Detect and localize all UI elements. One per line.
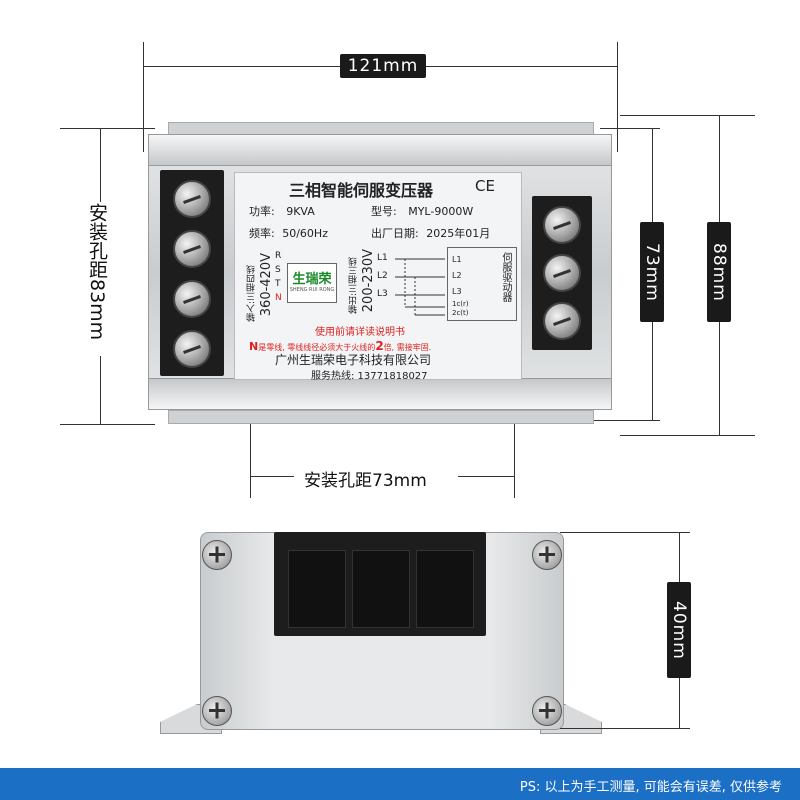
warning-mult: 2: [375, 339, 384, 353]
wiring-diagram: [395, 258, 445, 316]
dim-line-right: [617, 42, 618, 152]
output-pin-list: L1 L2 L3: [377, 249, 388, 303]
dim-height-outer-label: 88mm: [707, 222, 731, 322]
driver-pin-l3: L3: [452, 287, 462, 296]
dim-line-40-top: [560, 532, 690, 533]
driver-pin-l1: L1: [452, 255, 462, 264]
dim-height-inner-label: 73mm: [640, 222, 664, 322]
dim-mount-bottom-label: 安装孔距73mm: [304, 471, 427, 491]
date-row: 出厂日期: 2025年01月: [371, 225, 490, 241]
dim-line-left: [143, 42, 144, 152]
housing-bottom-band: [148, 378, 612, 410]
dim-line-left-bottom: [60, 424, 155, 425]
dim-line-bot-left: [250, 424, 251, 498]
driver-pin-list: L1 L2 L3: [452, 252, 462, 300]
freq-row: 频率: 50/60Hz: [249, 225, 328, 241]
dim-line-bot-h2: [458, 476, 514, 477]
terminal-screw-s[interactable]: [173, 230, 211, 268]
terminal-screw-t[interactable]: [173, 280, 211, 318]
ce-mark: CE: [475, 177, 495, 195]
terminal-screw-l2[interactable]: [543, 254, 581, 292]
company-name: 广州生瑞荣电子科技有限公司: [275, 353, 432, 367]
input-pin-list: R S T N: [275, 249, 282, 305]
output-voltage: 200-230V: [361, 249, 376, 313]
terminal-screw-r[interactable]: [173, 180, 211, 218]
input-pin-t: T: [275, 279, 281, 289]
driver-pin-2c: 2c(t): [452, 309, 469, 317]
dim-mount-left-label: 安装孔距83mm: [86, 203, 108, 341]
front-slot-2[interactable]: [352, 550, 410, 628]
power-value: 9KVA: [286, 205, 315, 218]
dim-line-r-top1: [600, 128, 660, 129]
dim-line-bot-right: [514, 424, 515, 498]
warning-text: 是零线, 零线线径必须大于火线的: [258, 343, 376, 352]
warning-prefix: N: [249, 340, 259, 353]
terminal-screw-n[interactable]: [173, 330, 211, 368]
dim-line-r-bot1: [560, 420, 660, 421]
driver-pin-l2: L2: [452, 271, 462, 280]
brand-name: 生瑞荣: [292, 272, 332, 287]
front-screw-bottom-right[interactable]: [532, 696, 562, 726]
output-pin-l3: L3: [377, 289, 388, 299]
dim-line-left-top: [60, 128, 155, 129]
dim-line-r-top2: [620, 115, 755, 116]
dim-line-left-vert2: [100, 356, 101, 424]
input-pin-n: N: [275, 293, 282, 303]
input-voltage: 360-420V: [259, 253, 274, 317]
warning-suffix: 倍, 需接牢固.: [383, 343, 432, 352]
freq-label: 频率:: [249, 227, 275, 240]
front-screw-bottom-left[interactable]: [202, 696, 232, 726]
input-pin-s: S: [275, 265, 281, 275]
transformer-front-view: [160, 532, 602, 734]
power-row: 功率: 9KVA: [249, 203, 315, 219]
dim-depth-label: 40mm: [667, 582, 691, 678]
dim-line-left-vert: [100, 128, 101, 202]
footer-text: PS: 以上为手工测量, 可能会有误差, 仅供参考: [519, 780, 782, 795]
dim-width-label: 121mm: [340, 54, 426, 78]
nameplate-title: 三相智能伺服变压器: [289, 181, 434, 200]
driver-label: 伺服驱动器: [500, 252, 511, 302]
housing-top-band: [148, 134, 612, 166]
footer-bar: PS: 以上为手工测量, 可能会有误差, 仅供参考: [0, 768, 800, 800]
input-pin-r: R: [275, 251, 282, 261]
driver-control-pins: 1c(r) 2c(t): [452, 300, 469, 318]
dim-line-r-bot2: [620, 435, 755, 436]
output-pin-l1: L1: [377, 253, 388, 263]
terminal-screw-l3[interactable]: [543, 302, 581, 340]
brand-box: 生瑞荣 SHENG RUI RONG: [287, 263, 337, 303]
input-title: 输入:三相四线: [247, 265, 257, 323]
front-terminal-block: [274, 532, 486, 636]
driver-pin-1c: 1c(r): [452, 300, 469, 308]
model-value: MYL-9000W: [408, 205, 474, 218]
driver-box: L1 L2 L3 1c(r) 2c(t) 伺服驱动器: [447, 247, 517, 321]
nameplate: 三相智能伺服变压器 CE 功率: 9KVA 型号: MYL-9000W 频率: …: [234, 172, 522, 382]
front-screw-top-left[interactable]: [202, 540, 232, 570]
dim-line-bot-h1: [250, 476, 294, 477]
mount-rail-bottom: [168, 410, 594, 424]
hotline: 服务热线: 13771818027: [311, 371, 428, 382]
output-pin-l2: L2: [377, 271, 388, 281]
dim-line-40-bot: [560, 728, 690, 729]
model-row: 型号: MYL-9000W: [371, 203, 473, 219]
model-label: 型号:: [371, 205, 397, 218]
front-slot-1[interactable]: [288, 550, 346, 628]
warning-row: N是零线, 零线线径必须大于火线的2倍, 需接牢固.: [249, 339, 431, 353]
notice-text: 使用前请详读说明书: [315, 327, 405, 338]
input-terminal-block: [160, 170, 224, 376]
output-terminal-block: [532, 196, 592, 350]
freq-value: 50/60Hz: [282, 227, 328, 240]
brand-pinyin: SHENG RUI RONG: [289, 287, 335, 293]
output-title: 输出:三相三线: [349, 257, 359, 315]
date-value: 2025年01月: [426, 227, 491, 240]
transformer-top-view: R S T N L1 L2 L3 三相智能伺服变压器 CE 功率: 9KVA 型…: [148, 122, 612, 424]
date-label: 出厂日期:: [371, 227, 419, 240]
terminal-screw-l1[interactable]: [543, 206, 581, 244]
power-label: 功率:: [249, 205, 275, 218]
front-screw-top-right[interactable]: [532, 540, 562, 570]
front-slot-3[interactable]: [416, 550, 474, 628]
